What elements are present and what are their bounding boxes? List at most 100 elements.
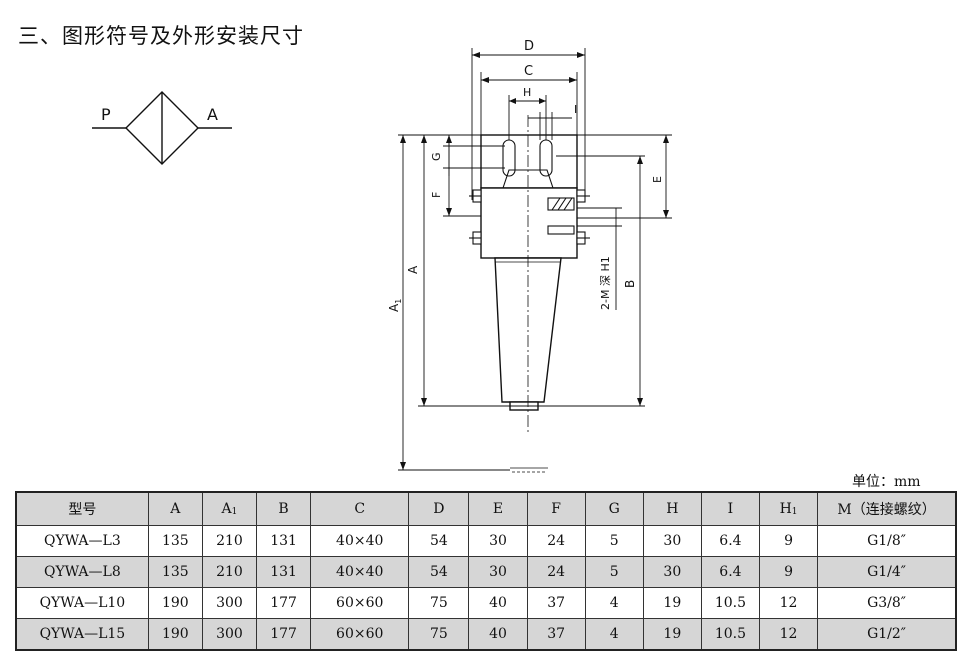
table-cell: 12 — [758, 587, 819, 619]
dim-label-d: D — [524, 39, 534, 54]
table-cell: 177 — [255, 587, 312, 619]
table-cell: 24 — [526, 556, 586, 588]
table-cell: 6.4 — [700, 556, 760, 588]
table-cell: 54 — [408, 525, 470, 557]
table-cell: 37 — [526, 587, 586, 619]
table-cell: 40×40 — [310, 556, 410, 588]
column-header-label: E — [492, 501, 504, 517]
column-header: C — [310, 491, 410, 526]
table-cell: G1/4″ — [817, 556, 957, 588]
table-cell: 131 — [255, 556, 312, 588]
technical-drawing: P A — [92, 39, 672, 473]
column-header: 型号 — [15, 491, 149, 526]
table-cell: 4 — [584, 618, 644, 651]
table-cell: 40 — [468, 618, 528, 651]
table-cell: 6.4 — [700, 525, 760, 557]
filter-details — [469, 139, 590, 245]
column-header-label: H — [666, 501, 679, 517]
table-cell: QYWA—L3 — [15, 525, 149, 557]
table-cell: 54 — [408, 556, 470, 588]
table-cell: 4 — [584, 587, 644, 619]
dim-label-c: C — [524, 64, 533, 79]
dim-label-h: H — [523, 86, 531, 99]
column-header-label: B — [278, 501, 289, 517]
dim-label-g: G — [430, 152, 443, 161]
table-cell: G1/8″ — [817, 525, 957, 557]
column-header-label: C — [354, 501, 366, 517]
table-cell: 12 — [758, 618, 819, 651]
table-cell: 30 — [642, 525, 702, 557]
table-cell: 300 — [201, 618, 258, 651]
table-cell: QYWA—L8 — [15, 556, 149, 588]
table-cell: G1/2″ — [817, 618, 957, 651]
column-header: H — [642, 491, 702, 526]
column-header: D — [408, 491, 470, 526]
filter-outline — [480, 134, 578, 411]
table-cell: 135 — [147, 525, 203, 557]
column-header: I — [700, 491, 760, 526]
section-title: 三、图形符号及外形安装尺寸 — [18, 24, 304, 48]
table-cell: 9 — [758, 525, 819, 557]
dim-label-e: E — [651, 176, 664, 183]
column-header-subscript: 1 — [791, 507, 798, 517]
dim-label-a1-sub: 1 — [394, 299, 403, 304]
dimension-lines — [398, 48, 672, 471]
table-cell: 190 — [147, 618, 203, 651]
table-cell: 210 — [201, 556, 258, 588]
table-cell: 5 — [584, 556, 644, 588]
base-ellipse — [510, 467, 548, 473]
table-cell: 37 — [526, 618, 586, 651]
table-cell: 10.5 — [700, 618, 760, 651]
table-cell: 30 — [642, 556, 702, 588]
column-header-label: H — [779, 501, 792, 517]
table-cell: 30 — [468, 556, 528, 588]
column-header: G — [584, 491, 644, 526]
table-cell: 19 — [642, 618, 702, 651]
unit-label: 单位：mm — [852, 474, 921, 490]
column-header-label: A — [170, 501, 181, 517]
dim-label-f: F — [430, 192, 443, 198]
dimension-arrows — [400, 52, 669, 470]
table-cell: G3/8″ — [817, 587, 957, 619]
table-cell: 19 — [642, 587, 702, 619]
table-cell: QYWA—L10 — [15, 587, 149, 619]
column-header: A — [147, 491, 203, 526]
table-cell: 75 — [408, 618, 470, 651]
column-header-label: D — [433, 501, 445, 517]
column-header-label: I — [727, 501, 734, 517]
table-cell: 9 — [758, 556, 819, 588]
column-header: A1 — [201, 491, 258, 526]
dim-label-a1: A1 — [387, 299, 403, 312]
column-header: F — [526, 491, 586, 526]
column-header: E — [468, 491, 528, 526]
table-cell: 30 — [468, 525, 528, 557]
table-cell: QYWA—L15 — [15, 618, 149, 651]
table-cell: 210 — [201, 525, 258, 557]
thread-note: 2-M 深 H1 — [599, 256, 612, 310]
table-cell: 40 — [468, 587, 528, 619]
table-cell: 190 — [147, 587, 203, 619]
dim-label-a: A — [406, 265, 420, 274]
table-cell: 60×60 — [310, 587, 410, 619]
table-cell: 60×60 — [310, 618, 410, 651]
column-header-label: F — [551, 501, 561, 517]
column-header: H1 — [758, 491, 819, 526]
table-cell: 300 — [201, 587, 258, 619]
dim-label-b: B — [623, 280, 637, 288]
table-cell: 131 — [255, 525, 312, 557]
column-header-subscript: 1 — [231, 507, 238, 517]
filter-symbol — [92, 91, 232, 165]
column-header-label: 型号 — [68, 502, 97, 518]
table-cell: 10.5 — [700, 587, 760, 619]
table-cell: 24 — [526, 525, 586, 557]
table-cell: 75 — [408, 587, 470, 619]
table-cell: 40×40 — [310, 525, 410, 557]
column-header: B — [255, 491, 312, 526]
column-header-label: G — [608, 501, 620, 517]
column-header: M（连接螺纹） — [817, 491, 957, 526]
table-cell: 177 — [255, 618, 312, 651]
